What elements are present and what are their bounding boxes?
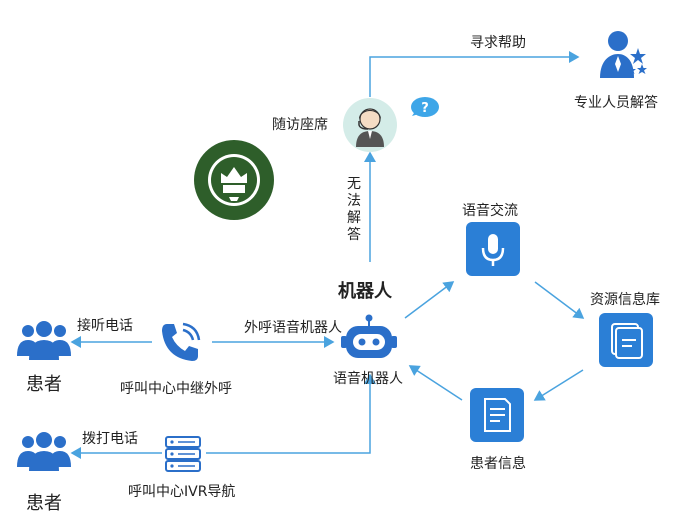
call-center-ivr-label: 呼叫中心IVR导航 <box>128 484 236 500</box>
patient-info-label: 患者信息 <box>470 456 526 472</box>
expert-label: 专业人员解答 <box>574 95 658 111</box>
voice-robot-label: 语音机器人 <box>333 371 403 387</box>
resource-db-label: 资源信息库 <box>590 292 660 308</box>
svg-text:?: ? <box>421 101 429 116</box>
hospital-logo <box>193 139 275 221</box>
answer-call-label: 接听电话 <box>77 318 133 334</box>
followup-seat-label: 随访座席 <box>272 117 328 133</box>
cannot-answer-label: 无法解答 <box>347 176 361 243</box>
expert-people-icon <box>596 28 652 80</box>
voice-exchange-label: 语音交流 <box>462 203 518 219</box>
voice-exchange-tile <box>466 222 520 276</box>
outbound-robot-label: 外呼语音机器人 <box>244 320 342 336</box>
robot-title: 机器人 <box>338 281 392 302</box>
people-icon-2 <box>16 429 72 473</box>
document-icon <box>484 398 511 432</box>
microphone-icon <box>481 234 505 266</box>
resource-db-tile <box>599 313 653 367</box>
patient-info-tile <box>470 388 524 442</box>
patient-label-1: 患者 <box>26 374 62 395</box>
robot-icon <box>338 312 400 364</box>
call-center-relay-label: 呼叫中心中继外呼 <box>120 381 232 397</box>
seek-help-label: 寻求帮助 <box>470 35 526 51</box>
database-icon <box>611 323 643 359</box>
phone-icon <box>157 318 205 366</box>
question-bubble-icon: ? <box>406 96 440 120</box>
server-icon <box>163 436 203 472</box>
patient-label-2: 患者 <box>26 493 62 514</box>
people-icon <box>16 318 72 362</box>
seat-headset-icon <box>342 97 398 153</box>
dial-call-label: 拨打电话 <box>82 431 138 447</box>
